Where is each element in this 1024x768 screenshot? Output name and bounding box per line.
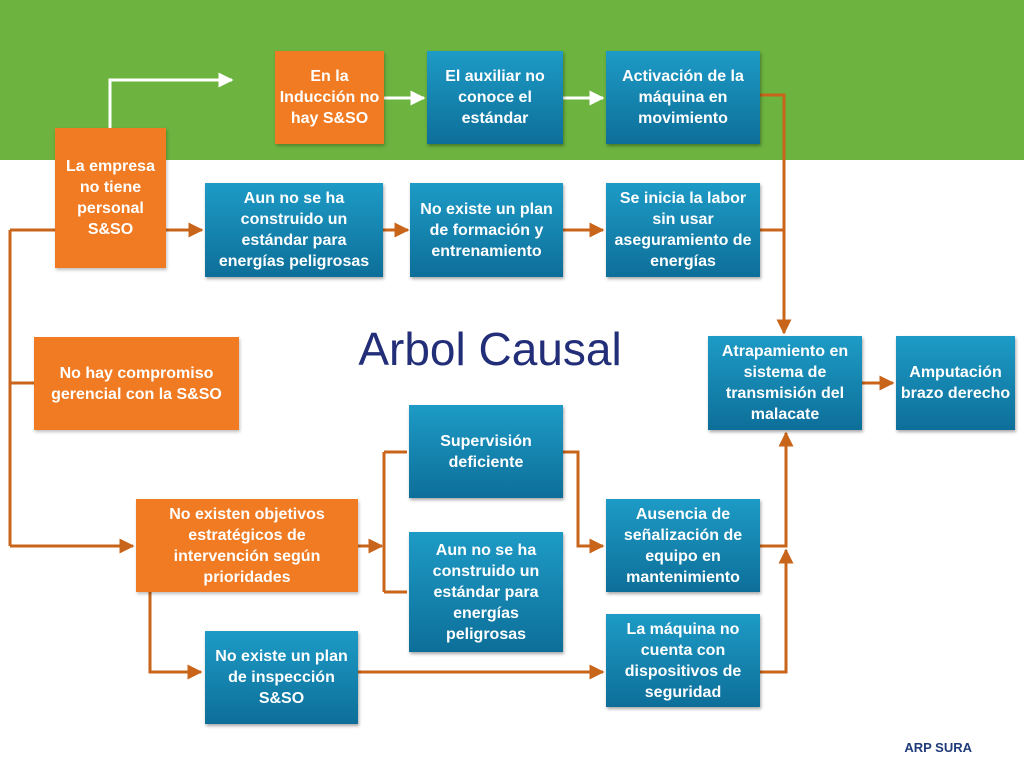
node-objetivos: No existen objetivos estratégicos de int…: [136, 499, 358, 592]
node-auxiliar: El auxiliar no conoce el estándar: [427, 51, 563, 144]
node-atrapamiento: Atrapamiento en sistema de transmisión d…: [708, 336, 862, 430]
connector-activacion-atrapamiento: [760, 93, 792, 335]
connector-empresa-induccion: [108, 72, 234, 128]
footer-brand: ARP SURA: [904, 740, 972, 755]
node-plan-formacion: No existe un plan de formación y entrena…: [410, 183, 563, 277]
node-senalizacion: Ausencia de señalización de equipo en ma…: [606, 499, 760, 592]
node-inspeccion: No existe un plan de inspección S&SO: [205, 631, 358, 724]
node-amputacion: Amputación brazo derecho: [896, 336, 1015, 430]
node-induccion: En la Inducción no hay S&SO: [275, 51, 384, 144]
connector-dispositivos-atrapamiento: [760, 548, 794, 674]
node-estandar-bottom: Aun no se ha construido un estándar para…: [409, 532, 563, 652]
diagram-title: Arbol Causal: [358, 323, 622, 375]
connector-supervision-senalizacion: [563, 450, 605, 554]
node-estandar-top: Aun no se ha construido un estándar para…: [205, 183, 383, 277]
node-compromiso: No hay compromiso gerencial con la S&SO: [34, 337, 239, 430]
node-activacion: Activación de la máquina en movimiento: [606, 51, 760, 144]
node-empresa: La empresa no tiene personal S&SO: [55, 128, 166, 268]
node-labor: Se inicia la labor sin usar aseguramient…: [606, 183, 760, 277]
connector-senalizacion-atrapamiento: [760, 431, 794, 548]
node-dispositivos: La máquina no cuenta con dispositivos de…: [606, 614, 760, 707]
connector-objetivos-inspeccion: [148, 592, 203, 680]
node-supervision: Supervisión deficiente: [409, 405, 563, 498]
